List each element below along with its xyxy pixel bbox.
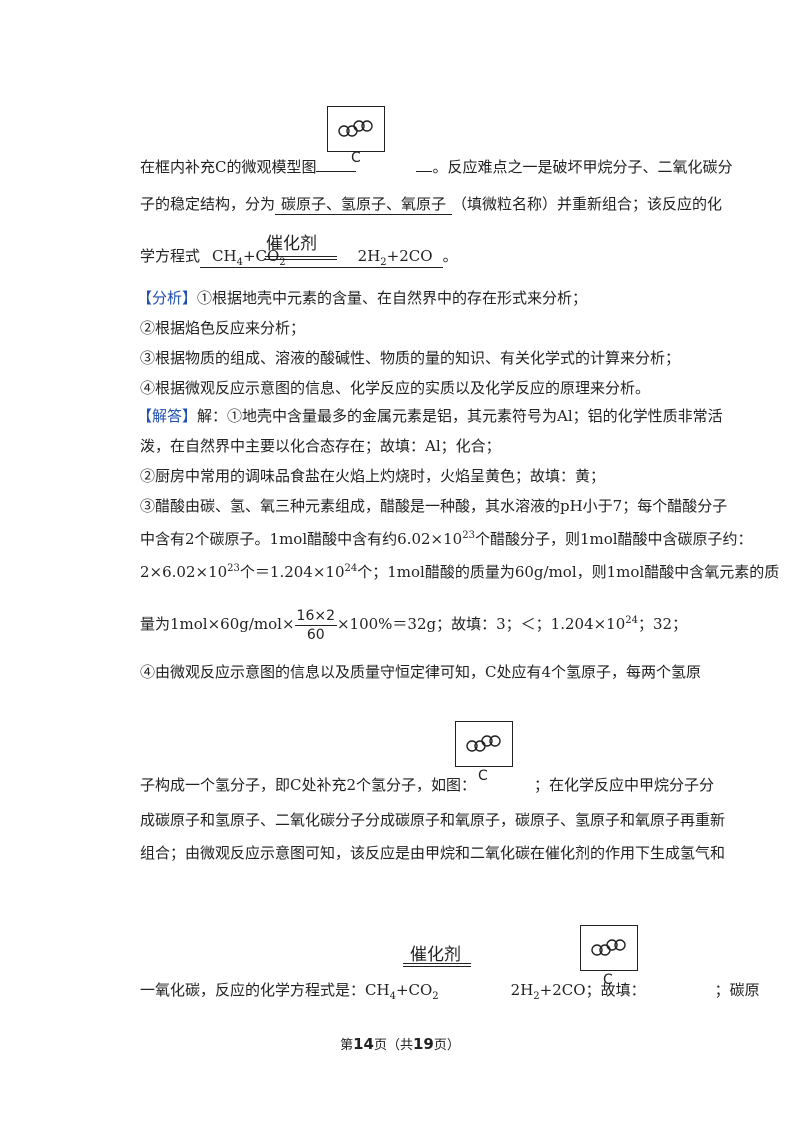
answer-line-6: 2×6.02×1023个＝1.204×1024个；1mol醋酸的质量为60g/m… <box>140 563 780 581</box>
answer-text-6b: 个＝1.204×10 <box>239 563 345 581</box>
catalyst-label-1: 催化剂 <box>266 234 317 254</box>
footer-post: 页） <box>433 1038 460 1053</box>
blank-1b <box>416 170 433 172</box>
answer-line-1: 【解答】解：①地壳中含量最多的金属元素是铝，其元素符号为Al；铝的化学性质非常活 <box>137 406 723 426</box>
blank-1 <box>316 170 357 172</box>
answer-line-8: ④由微观反应示意图的信息以及质量守恒定律可知，C处应有4个氢原子，每两个氢原 <box>140 663 702 681</box>
para1-text-b3: （填微粒名称）并重新组合；该反应的化 <box>452 195 723 213</box>
answer-line-9: 子构成一个氢分子，即C处补充2个氢分子，如图： ；在化学反应中甲烷分子分 <box>140 775 714 795</box>
answer-text-7a: 量为1mol×60g/mol× <box>140 615 295 633</box>
equation-products: 2H2+2CO <box>510 981 586 1002</box>
analysis-line-1: 【分析】①根据地壳中元素的含量、在自然界中的存在形式来分析； <box>137 288 587 308</box>
hydrogen-molecules-icon <box>338 120 373 137</box>
footer-pre: 第 <box>340 1038 354 1053</box>
answer-line-5: 中含有2个碳原子。1mol醋酸中含有约6.02×1023个醋酸分子，则1mol醋… <box>140 530 753 548</box>
answer-tag: 【解答】 <box>137 407 198 425</box>
analysis-line-3: ③根据物质的组成、溶液的酸碱性、物质的量的知识、有关化学式的计算来分析； <box>140 349 681 367</box>
answer-line-2: 泼，在自然界中主要以化合态存在；故填：Al；化合； <box>140 437 501 455</box>
hydrogen-molecules-icon <box>591 939 626 956</box>
answer-text-5a: 中含有2个碳原子。1mol醋酸中含有约6.02×10 <box>140 530 463 548</box>
answer-line-12: 一氧化碳，反应的化学方程式是：CH4+CO2 2H2+2CO；故填： ；碳原 <box>140 980 760 1002</box>
answer-text-9b: ；在化学反应中甲烷分子分 <box>534 776 715 794</box>
answer-text-12d: ；碳原 <box>714 981 760 999</box>
equation-reactants: CH4+CO2 <box>365 981 439 1002</box>
model-label-c-1: C <box>351 150 361 166</box>
answer-line-11: 组合；由微观反应示意图可知，该反应是由甲烷和二氧化碳在催化剂的作用下生成氢气和 <box>140 844 726 862</box>
fraction-numerator: 16×2 <box>294 607 337 626</box>
answer-text-6c: 个；1mol醋酸的质量为60g/mol，则1mol醋酸中含氧元素的质 <box>357 563 780 581</box>
answer-particles: 碳原子、氢原子、氧原子 <box>275 194 453 215</box>
footer-mid: 页（共 <box>373 1038 413 1053</box>
para1-text-a2: 。反应难点之一是破坏甲烷分子、二氧化碳分 <box>432 158 733 176</box>
page-footer: 第14页（共19页） <box>0 1034 800 1053</box>
answer-text-7b: ×100%＝32g；故填：3；＜；1.204×10 <box>336 615 626 633</box>
para1-text-a1: 在框内补充C的微观模型图 <box>140 158 317 176</box>
model-box-3 <box>580 925 638 971</box>
equation-double-line-1 <box>265 256 337 260</box>
answer-text-1: 解：①地壳中含量最多的金属元素是铝，其元素符号为Al；铝的化学性质非常活 <box>197 407 723 425</box>
model-label-c-2: C <box>478 768 488 784</box>
answer-text-12a: 一氧化碳，反应的化学方程式是： <box>140 981 366 999</box>
para1-line-b: 子的稳定结构，分为碳原子、氢原子、氧原子（填微粒名称）并重新组合；该反应的化 <box>140 194 722 215</box>
answer-text-6a: 2×6.02×10 <box>140 563 228 581</box>
fraction-denominator: 60 <box>306 626 325 643</box>
answer-text-5b: 个醋酸分子，则1mol醋酸中含碳原子约： <box>474 530 753 548</box>
para1-text-end: 。 <box>442 247 458 265</box>
model-box-1 <box>327 106 385 152</box>
catalyst-label-2: 催化剂 <box>410 945 461 965</box>
analysis-line-4: ④根据微观反应示意图的信息、化学反应的实质以及化学反应的原理来分析。 <box>140 379 651 397</box>
model-label-c-3: C <box>603 972 613 988</box>
answer-text-9a: 子构成一个氢分子，即C处补充2个氢分子，如图： <box>140 776 477 794</box>
analysis-tag: 【分析】 <box>137 289 198 307</box>
answer-line-4: ③醋酸由碳、氢、氧三种元素组成，醋酸是一种酸，其水溶液的pH小于7；每个醋酸分子 <box>140 497 728 515</box>
analysis-text-1: ①根据地壳中元素的含量、在自然界中的存在形式来分析； <box>197 289 588 307</box>
para1-line-a: 在框内补充C的微观模型图 。反应难点之一是破坏甲烷分子、二氧化碳分 <box>140 157 733 177</box>
para1-text-b1: 子的稳定结构，分为 <box>140 195 276 213</box>
answer-text-7c: ；32； <box>638 615 688 633</box>
equation-double-line-2 <box>403 963 471 967</box>
answer-line-3: ②厨房中常用的调味品食盐在火焰上灼烧时，火焰呈黄色；故填：黄； <box>140 467 606 485</box>
hydrogen-molecules-icon <box>466 735 501 752</box>
page-total: 19 <box>413 1035 434 1053</box>
answer-line-10: 成碳原子和氢原子、二氧化碳分子分成碳原子和氧原子，碳原子、氢原子和氧原子再重新 <box>140 811 726 829</box>
para1-text-c1: 学方程式 <box>140 247 201 265</box>
page-number: 14 <box>353 1035 374 1053</box>
model-box-2 <box>455 721 513 767</box>
answer-text-12c: ；故填： <box>585 981 646 999</box>
analysis-line-2: ②根据焰色反应来分析； <box>140 319 306 337</box>
